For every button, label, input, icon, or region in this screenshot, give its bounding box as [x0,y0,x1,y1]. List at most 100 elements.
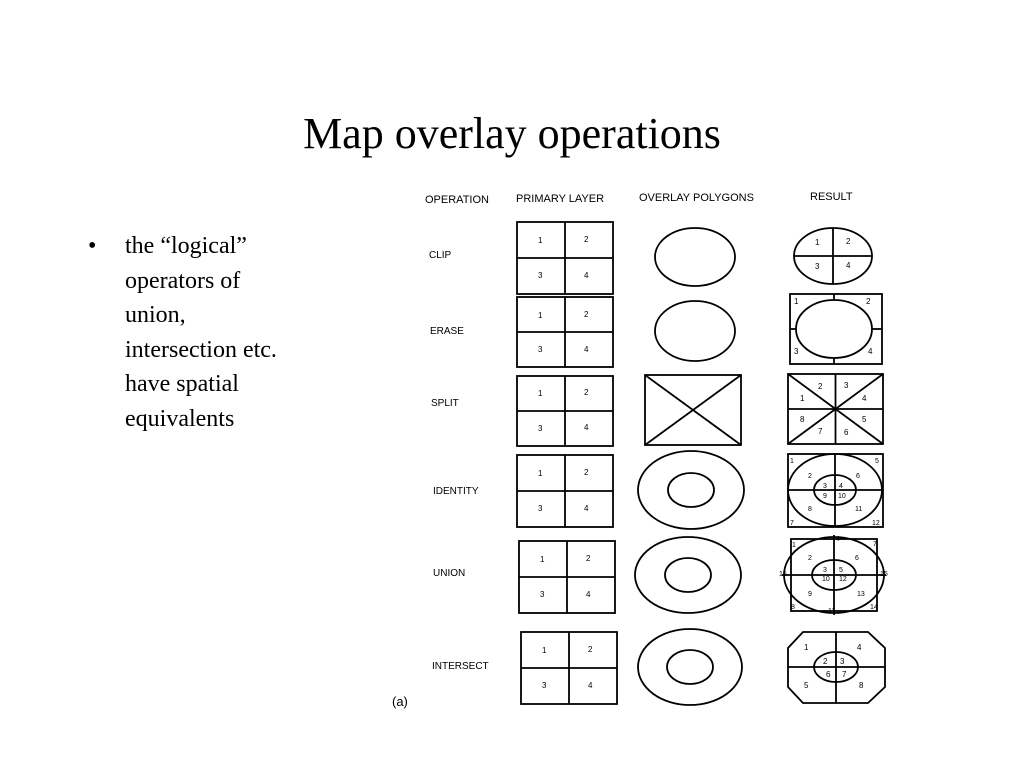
header-result: RESULT [810,191,853,203]
primary-label: 1 [542,646,547,655]
result-label: 8 [800,415,805,424]
primary-label: 3 [542,681,547,690]
header-operation: OPERATION [425,194,489,206]
header-overlay-polygons: OVERLAY POLYGONS [639,192,754,204]
result-label: 3 [840,657,845,666]
primary-label: 2 [586,554,591,563]
result-label: 15 [880,571,888,578]
result-label: 12 [839,576,847,583]
result-union [782,535,886,615]
result-label: 3 [794,347,799,356]
result-label: 6 [844,428,849,437]
header-primary-layer: PRIMARY LAYER [516,193,604,205]
bullet-line: have spatial [125,371,239,397]
result-label: 10 [822,576,830,583]
overlay-ellipse [654,300,736,362]
result-label: 4 [836,536,840,543]
primary-label: 1 [540,555,545,564]
overlay-ring [634,536,742,614]
result-label: 9 [808,591,812,598]
operation-label-intersect: INTERSECT [432,661,489,672]
primary-layer-grid [516,221,614,295]
result-label: 10 [838,493,846,500]
primary-label: 3 [540,590,545,599]
result-label: 6 [856,473,860,480]
overlay-ring [637,628,743,706]
result-label: 2 [823,657,828,666]
result-label: 11 [855,506,862,513]
operation-label-identity: IDENTITY [433,486,479,497]
result-intersect [787,631,886,704]
primary-label: 1 [538,389,543,398]
result-label: 4 [857,643,862,652]
result-erase [789,293,883,365]
result-label: 2 [866,297,871,306]
result-label: 6 [855,555,859,562]
result-label: 4 [868,347,873,356]
bullet-text: the “logical” operators of union, inters… [125,229,325,436]
primary-label: 4 [584,271,589,280]
result-label: 1 [815,238,820,247]
primary-label: 3 [538,345,543,354]
result-label: 5 [862,415,867,424]
primary-layer-grid [520,631,618,705]
primary-layer-grid [516,296,614,368]
bullet-line: the “logical” [125,233,247,259]
result-label: 2 [808,473,812,480]
result-label: 8 [791,604,795,611]
result-clip [793,227,873,285]
result-label: 7 [842,670,847,679]
result-label: 11 [828,608,835,615]
primary-label: 4 [584,345,589,354]
primary-layer-grid [516,375,614,447]
primary-label: 2 [588,645,593,654]
result-label: 3 [844,381,849,390]
primary-label: 1 [538,311,543,320]
result-label: 2 [846,237,851,246]
result-label: 1 [792,542,796,549]
result-label: 16 [779,571,787,578]
result-label: 3 [815,262,820,271]
result-identity [787,453,884,528]
result-label: 8 [808,506,812,513]
result-label: 1 [794,297,799,306]
result-label: 13 [857,591,865,598]
operation-label-clip: CLIP [429,250,452,261]
result-label: 9 [823,493,827,500]
result-label: 3 [823,567,827,574]
result-label: 14 [870,604,878,611]
result-label: 4 [862,394,867,403]
primary-label: 4 [588,681,593,690]
result-label: 1 [800,394,805,403]
operation-label-split: SPLIT [431,398,459,409]
result-label: 5 [804,681,809,690]
bullet-marker: • [88,233,97,259]
primary-label: 4 [584,423,589,432]
bullet-line: union, [125,302,186,328]
result-label: 7 [818,427,823,436]
result-label: 7 [873,541,877,548]
overlay-operations-diagram: OPERATION PRIMARY LAYER OVERLAY POLYGONS… [392,191,888,709]
result-label: 1 [804,643,809,652]
bullet-line: equivalents [125,405,235,432]
primary-label: 4 [584,504,589,513]
primary-label: 1 [538,469,543,478]
slide-title: Map overlay operations [303,109,721,158]
primary-label: 3 [538,271,543,280]
primary-label: 2 [584,235,589,244]
result-label: 2 [818,382,823,391]
result-label: 3 [823,483,827,490]
result-label: 6 [826,670,831,679]
primary-label: 1 [538,236,543,245]
primary-label: 3 [538,504,543,513]
overlay-ellipse [654,227,736,287]
primary-label: 4 [586,590,591,599]
primary-label: 2 [584,388,589,397]
overlay-ring [637,450,745,530]
result-label: 8 [859,681,864,690]
result-split [787,373,884,445]
primary-label: 2 [584,310,589,319]
operation-label-union: UNION [433,568,465,579]
result-label: 4 [839,483,843,490]
primary-label: 3 [538,424,543,433]
